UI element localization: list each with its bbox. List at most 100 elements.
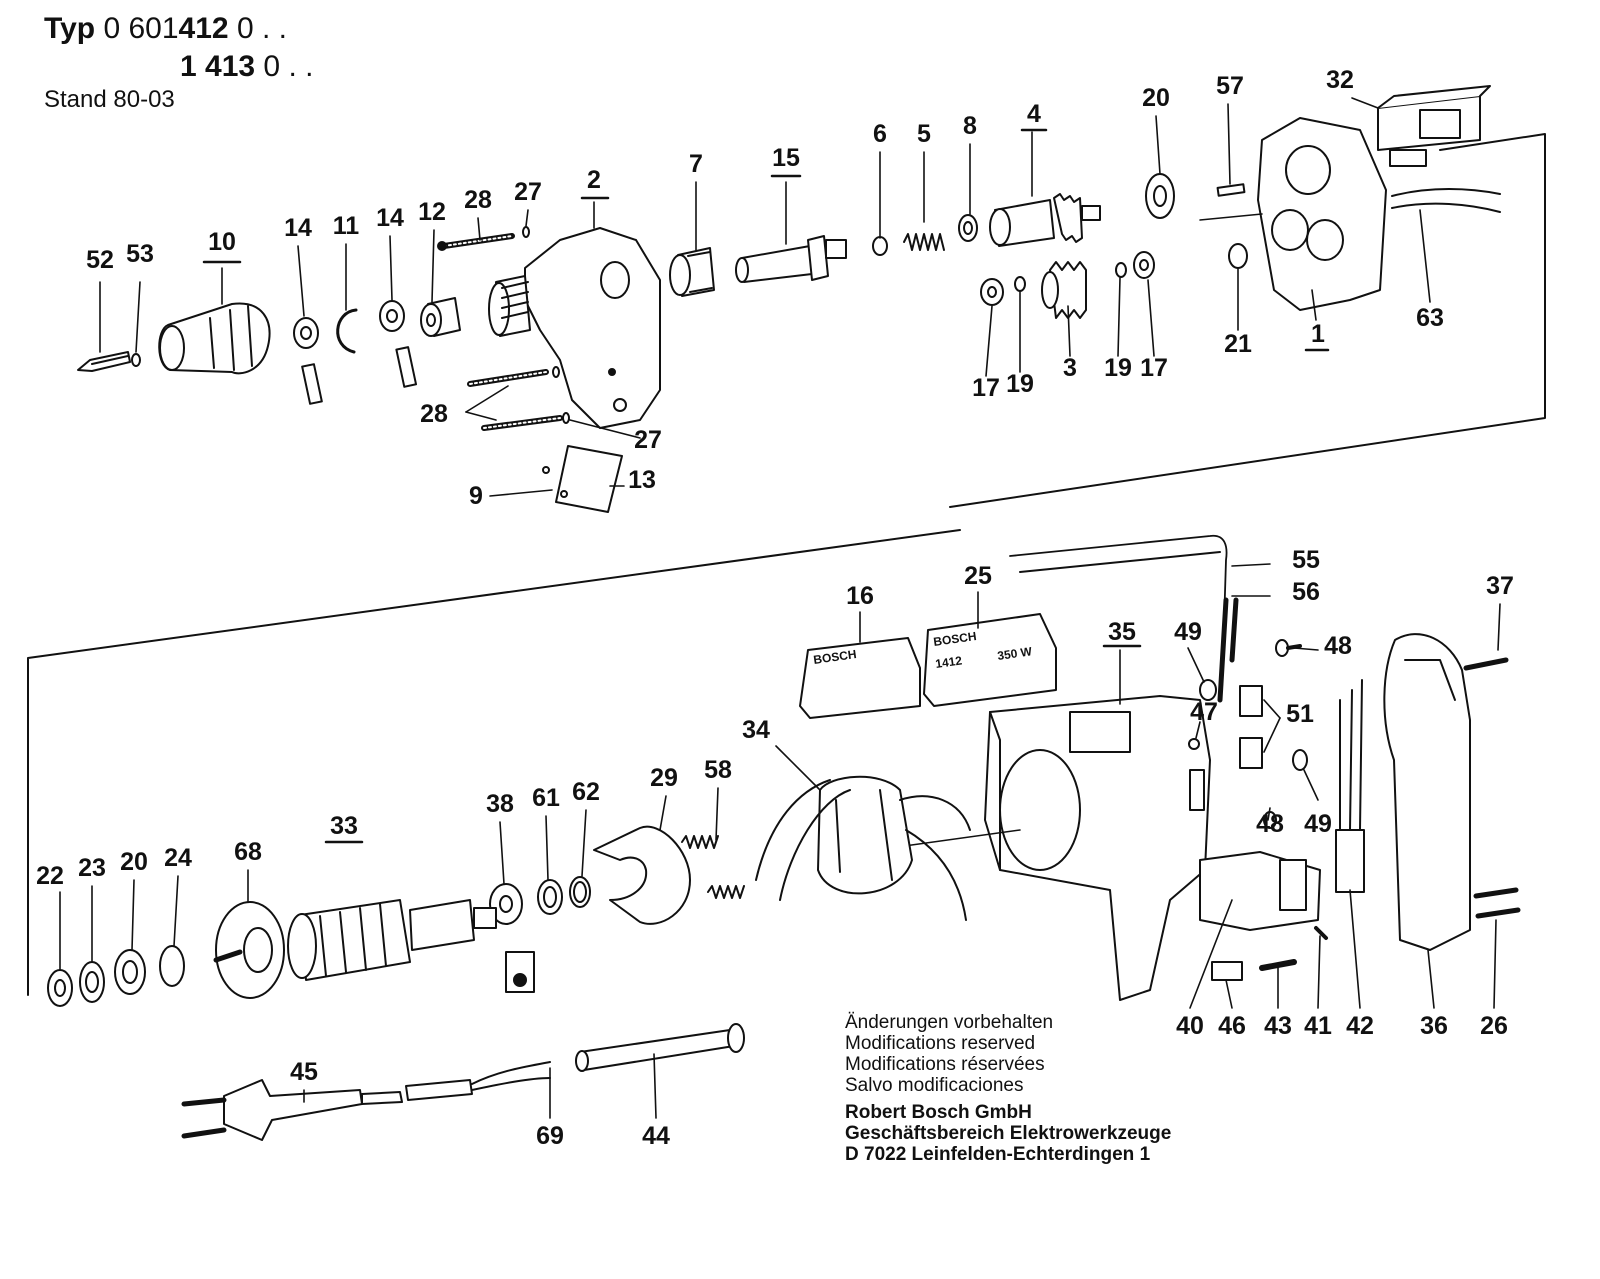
part-label-p9: 9 — [469, 482, 483, 510]
cables-63 — [1391, 188, 1501, 213]
part-label-p52: 52 — [86, 246, 114, 274]
circlip-11 — [336, 308, 358, 354]
leader-lines — [59, 97, 1501, 1119]
revision-stand: Stand 80-03 — [44, 86, 175, 113]
part-label-p58: 58 — [704, 756, 732, 784]
company-name: Robert Bosch GmbH — [845, 1102, 1032, 1123]
power-plug-45 — [181, 1079, 403, 1141]
spindle-15 — [735, 235, 847, 283]
part-label-p2: 2 — [587, 166, 601, 194]
washer-14b — [379, 300, 405, 332]
part-label-p44: 44 — [642, 1122, 670, 1150]
type-number-1-prefix: 0 601 — [103, 12, 179, 45]
assembly-underlines — [202, 128, 1330, 844]
part-label-p68: 68 — [234, 838, 262, 866]
washer-19b — [1115, 262, 1127, 278]
part-label-p15: 15 — [772, 144, 800, 172]
type-header: Typ 0 601412 0 . . 1 413 0 . . — [44, 10, 313, 86]
part-label-p17b: 17 — [1140, 354, 1168, 382]
springs-58 — [681, 835, 745, 899]
washer-23 — [79, 961, 105, 1003]
part-label-p49b: 49 — [1304, 810, 1332, 838]
note-es: Salvo modificaciones — [845, 1075, 1024, 1096]
ring-61 — [537, 879, 563, 915]
part-label-p21: 21 — [1224, 330, 1252, 358]
part-label-p19b: 19 — [1104, 354, 1132, 382]
part-label-p10: 10 — [208, 228, 236, 256]
nameplate-16: BOSCH — [799, 637, 921, 719]
part-label-p62: 62 — [572, 778, 600, 806]
pin-14b — [395, 346, 418, 388]
company-division: Geschäftsbereich Elektrowerkzeuge — [845, 1123, 1172, 1144]
part-label-p13: 13 — [628, 466, 656, 494]
screw-37 — [1463, 657, 1509, 671]
part-label-p11: 11 — [333, 212, 360, 240]
gear-housing-2 — [488, 227, 661, 429]
part-label-p29: 29 — [650, 764, 678, 792]
bearing-8 — [958, 214, 978, 242]
part-label-p26: 26 — [1480, 1012, 1508, 1040]
part-label-p47: 47 — [1190, 698, 1218, 726]
part-label-p12: 12 — [418, 198, 446, 226]
part-label-p20b: 20 — [120, 848, 148, 876]
armature-33 — [287, 899, 497, 981]
air-guide-29 — [593, 825, 691, 925]
ball-bearing-20a — [1145, 173, 1175, 219]
ball-6 — [872, 236, 888, 256]
suppressor-42 — [1335, 679, 1365, 893]
gear-cover-1 — [1199, 117, 1387, 311]
bearing-17a — [980, 278, 1004, 306]
part-label-p51: 51 — [1286, 700, 1314, 728]
nameplate-25: BOSCH 1412 350 W — [923, 613, 1057, 707]
part-label-p22: 22 — [36, 862, 64, 890]
washer-27a — [522, 226, 530, 238]
part-label-p28b: 28 — [420, 400, 448, 428]
cable-lug-49b — [1292, 749, 1308, 771]
armature-shaft-4 — [989, 193, 1101, 247]
part-label-p28a: 28 — [464, 186, 492, 214]
field-coil-34 — [755, 775, 971, 921]
part-label-p14b: 14 — [376, 204, 404, 232]
gear-3 — [1041, 261, 1087, 319]
part-label-p5: 5 — [917, 120, 931, 148]
part-label-p38: 38 — [486, 790, 514, 818]
type-number-1-bold: 412 — [178, 12, 229, 45]
part-label-p36: 36 — [1420, 1012, 1448, 1040]
frame-lines — [27, 133, 1546, 996]
spring-5 — [903, 233, 945, 251]
footer-notes: Änderungen vorbehalten Modifications res… — [845, 1012, 1053, 1096]
ball-bearing-20b — [114, 949, 146, 995]
part-label-p19a: 19 — [1006, 370, 1034, 398]
sleeve-12 — [420, 297, 461, 337]
part-label-p45: 45 — [290, 1058, 318, 1086]
cables-55-56 — [1009, 534, 1239, 703]
part-label-p32: 32 — [1326, 66, 1354, 94]
clamp-46 — [1211, 961, 1243, 981]
plate-13 — [555, 445, 623, 513]
pin-57 — [1216, 183, 1246, 197]
part-label-p57: 57 — [1216, 72, 1244, 100]
switch-40 — [1199, 851, 1321, 931]
screws-9 — [542, 466, 568, 498]
brushes-51 — [1239, 685, 1263, 769]
bearing-38 — [489, 883, 523, 925]
chuck-sleeve-10 — [158, 302, 271, 375]
part-label-p3: 3 — [1063, 354, 1077, 382]
bit-52 — [77, 351, 131, 372]
pin-14a — [301, 363, 323, 405]
sleeve-44 — [575, 1023, 745, 1072]
needle-bearing-7 — [669, 247, 715, 297]
part-label-p17a: 17 — [972, 374, 1000, 402]
screw-41 — [1314, 926, 1328, 940]
typ-label: Typ — [44, 12, 96, 45]
nameplate-25-model: 1412 — [934, 653, 963, 671]
note-de: Änderungen vorbehalten — [845, 1012, 1054, 1033]
part-label-p24: 24 — [164, 844, 192, 872]
screw-28a — [437, 233, 515, 251]
washer-14a — [293, 317, 319, 349]
part-label-p37: 37 — [1486, 572, 1514, 600]
part-label-p16: 16 — [846, 582, 874, 610]
part-label-p61: 61 — [532, 784, 560, 812]
